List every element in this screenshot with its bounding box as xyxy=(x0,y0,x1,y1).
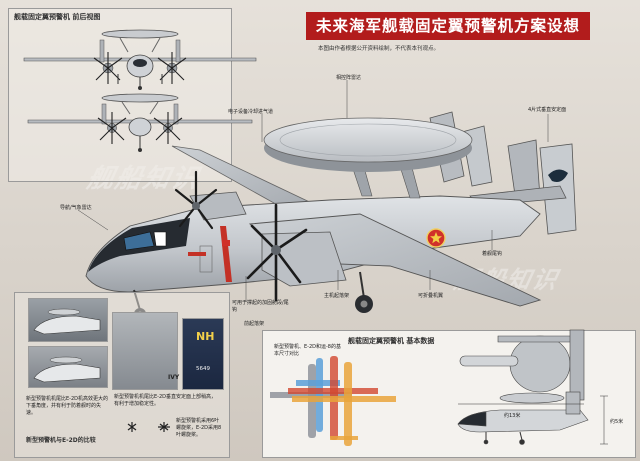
callout-electronics-cooling: 电子设备冷却进气道 xyxy=(228,109,274,115)
callout-refuel: 可用于撑起的加固舱段/尾钩 xyxy=(232,300,289,313)
comparison-photo-4 xyxy=(182,318,224,390)
rear-view-aircraft xyxy=(27,93,253,152)
basic-data-note: 新型预警机、E-2D和运-8的基本尺寸对比 xyxy=(274,344,341,357)
side-view-drawing xyxy=(457,391,589,445)
basic-data-title: 舰载固定翼预警机 基本数据 xyxy=(348,337,435,345)
callout-main-gear: 主机起落架 xyxy=(324,293,350,299)
front-rear-panel-title: 舰载固定翼预警机 前后视图 xyxy=(14,13,101,21)
ivy-text: IVY xyxy=(168,374,180,381)
callout-wing-fold: 可折叠机翼 xyxy=(418,293,444,299)
front-view-aircraft xyxy=(23,29,257,90)
callout-tail-hook: 着舰尾钩 xyxy=(482,251,503,257)
comparison-footer: 新型预警机与E-2D的比较 xyxy=(26,437,96,444)
callout-radome: 相控阵雷达 xyxy=(336,75,362,81)
top-view-drawing xyxy=(459,329,585,401)
dimension-height: 约5米 xyxy=(610,419,624,425)
subtitle: 本图由作者根据公开资料绘制，不代表本刊观点。 xyxy=(318,46,440,52)
callout-nose-gear: 前起落架 xyxy=(244,321,265,327)
propeller-far xyxy=(174,170,218,230)
tail-number: 5649 xyxy=(196,366,210,372)
nh-tail-code: NH xyxy=(196,330,215,343)
main-title: 未来海军舰载固定翼预警机方案设想 xyxy=(306,12,590,40)
comparison-caption-2: 新型预警机机尾比E-2D垂直安定面上部稍高，有利于增加稳定性。 xyxy=(114,394,216,407)
comparison-photo-3 xyxy=(112,312,178,390)
propeller-near xyxy=(246,203,308,302)
radome xyxy=(263,117,473,172)
callout-nav-radar: 导航/气象雷达 xyxy=(60,205,92,211)
pla-roundel xyxy=(426,228,446,248)
comparison-caption-3: 新型预警机采用6叶螺旋桨，E-2D采用8叶螺旋桨。 xyxy=(176,418,222,438)
dimension-length: 约13米 xyxy=(504,413,521,419)
callout-twin-tail: 4片式垂直安定面 xyxy=(528,107,567,113)
comparison-caption-1: 新型预警机机尾比E-2D机高效更大的下垂角度，并有利于防着舰时的失速。 xyxy=(26,396,108,416)
